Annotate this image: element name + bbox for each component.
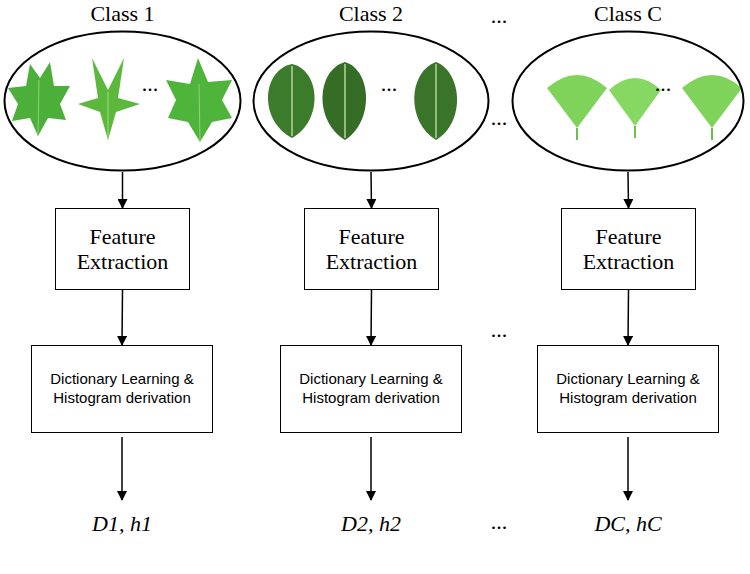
learning-box: Dictionary Learning & Histogram derivati…: [31, 345, 213, 433]
maple-leaf: [166, 58, 232, 142]
output-symbol: D2, h2: [341, 512, 401, 536]
flow-arrow: [627, 172, 629, 208]
ovate-leaf: [414, 62, 457, 140]
process-box: Feature Extraction: [55, 208, 190, 290]
ellipse-outline: [511, 30, 745, 172]
process-box: Feature Extraction: [304, 208, 439, 290]
output-arrow: [627, 437, 629, 500]
learning-label: Dictionary Learning & Histogram derivati…: [47, 370, 197, 408]
maple-leaf: [78, 58, 140, 140]
output-symbol: D1, h1: [92, 512, 152, 536]
ovate-leaf: [322, 62, 366, 140]
flow-arrow: [122, 172, 124, 208]
flow-arrow: [121, 290, 123, 345]
ellipsis-dots: ...: [491, 106, 508, 130]
ovate-leaf: [268, 64, 315, 138]
learning-label: Dictionary Learning & Histogram derivati…: [553, 370, 703, 408]
ellipsis-dots: ...: [142, 72, 159, 96]
ellipse-outline: [252, 30, 490, 172]
class-ellipse: Class 2...: [252, 0, 490, 172]
output-arrow: [121, 437, 123, 500]
process-label: Feature Extraction: [570, 224, 687, 275]
class-heading: Class 2: [339, 2, 403, 26]
ellipsis-dots: ...: [491, 4, 508, 28]
class-heading: Class 1: [90, 2, 154, 26]
output-arrow: [370, 437, 372, 500]
output-symbol: DC, hC: [594, 512, 661, 536]
ellipsis-dots: ...: [491, 510, 508, 534]
learning-label: Dictionary Learning & Histogram derivati…: [296, 370, 446, 408]
ginkgo-leaf: [547, 75, 607, 140]
ellipse-outline: [3, 30, 242, 172]
learning-box: Dictionary Learning & Histogram derivati…: [537, 345, 719, 433]
flow-arrow: [370, 172, 372, 208]
flow-arrow: [627, 290, 629, 345]
ellipsis-dots: ...: [491, 318, 508, 342]
ellipsis-dots: ...: [655, 72, 672, 96]
process-label: Feature Extraction: [64, 224, 181, 275]
class-ellipse: Class C...: [511, 0, 745, 172]
ginkgo-leaf: [609, 78, 661, 138]
process-label: Feature Extraction: [313, 224, 430, 275]
maple-leaf: [8, 62, 70, 136]
learning-box: Dictionary Learning & Histogram derivati…: [280, 345, 462, 433]
class-heading: Class C: [594, 2, 662, 26]
class-ellipse: Class 1...: [3, 0, 242, 172]
ellipsis-dots: ...: [381, 72, 398, 96]
process-box: Feature Extraction: [561, 208, 696, 290]
flow-arrow: [370, 290, 372, 345]
